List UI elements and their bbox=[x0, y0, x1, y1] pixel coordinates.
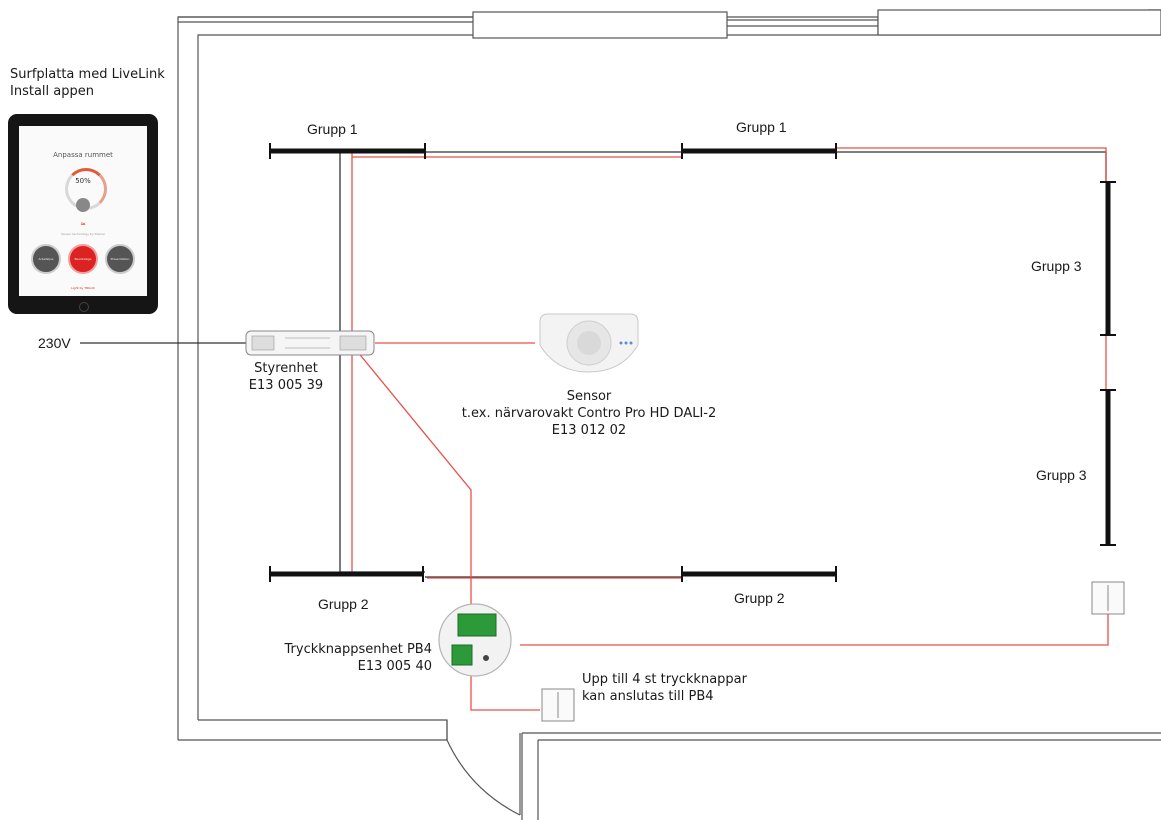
group-label-top-left: Grupp 1 bbox=[307, 121, 358, 137]
controller-name: Styrenhet bbox=[254, 361, 318, 376]
pushbutton-unit-code: E13 005 40 bbox=[357, 659, 432, 674]
luminaire-endcaps bbox=[269, 143, 1116, 582]
tablet-status-text: Sensor technology by Steinel bbox=[61, 232, 105, 236]
tablet-screen: Anpassa rummet 50% ≈ Sensor technology b… bbox=[19, 126, 147, 296]
door bbox=[446, 720, 521, 816]
sensor-description: t.ex. närvarovakt Contro Pro HD DALI-2 bbox=[461, 406, 717, 421]
tablet-caption-line1: Surfplatta med LiveLink bbox=[10, 67, 165, 82]
sensor-device bbox=[539, 313, 639, 373]
group-label-right-upper: Grupp 3 bbox=[1031, 258, 1082, 274]
wifi-icon: ≈ bbox=[80, 220, 86, 228]
home-button-icon bbox=[79, 302, 89, 312]
pushbutton-note-line2: kan anslutas till PB4 bbox=[582, 689, 714, 704]
controller-code: E13 005 39 bbox=[248, 378, 324, 393]
tablet-caption: Surfplatta med LiveLink Install appen bbox=[10, 66, 165, 100]
tablet-caption-line2: Install appen bbox=[10, 84, 94, 99]
wall-switches bbox=[541, 581, 1125, 722]
dimmer-value: 50% bbox=[75, 177, 91, 185]
luminaires bbox=[270, 148, 1111, 577]
scene-button-3: Presentation bbox=[105, 244, 135, 274]
group-label-top-right: Grupp 1 bbox=[736, 119, 787, 135]
pushbutton-unit-label: Tryckknappsenhet PB4 E13 005 40 bbox=[276, 641, 433, 675]
group-label-bottom-right: Grupp 2 bbox=[734, 590, 785, 606]
controller-device bbox=[245, 330, 375, 356]
group-label-right-lower: Grupp 3 bbox=[1036, 467, 1087, 483]
tablet-brand-text: Light by TRILUX bbox=[71, 286, 95, 290]
sensor-code: E13 012 02 bbox=[551, 423, 627, 438]
scene-button-1: Arbetsljus bbox=[31, 244, 61, 274]
pushbutton-note: Upp till 4 st tryckknappar kan anslutas … bbox=[582, 671, 747, 705]
dimmer-knob bbox=[76, 198, 90, 212]
pushbutton-unit-name: Tryckknappsenhet PB4 bbox=[284, 642, 433, 657]
tablet-device: Anpassa rummet 50% ≈ Sensor technology b… bbox=[8, 114, 158, 314]
dali-wiring bbox=[351, 147, 1109, 711]
group-label-bottom-left: Grupp 2 bbox=[318, 596, 369, 612]
pushbutton-unit-device bbox=[438, 603, 512, 677]
sensor-label: Sensor t.ex. närvarovakt Contro Pro HD D… bbox=[462, 388, 717, 439]
pushbutton-note-line1: Upp till 4 st tryckknappar bbox=[582, 672, 747, 687]
windows bbox=[178, 9, 1161, 39]
sensor-name: Sensor bbox=[566, 389, 612, 404]
scene-button-2: Besöksläge bbox=[68, 244, 98, 274]
controller-label: Styrenhet E13 005 39 bbox=[249, 360, 323, 394]
tablet-screen-title: Anpassa rummet bbox=[53, 151, 113, 159]
supply-label: 230V bbox=[38, 335, 71, 351]
